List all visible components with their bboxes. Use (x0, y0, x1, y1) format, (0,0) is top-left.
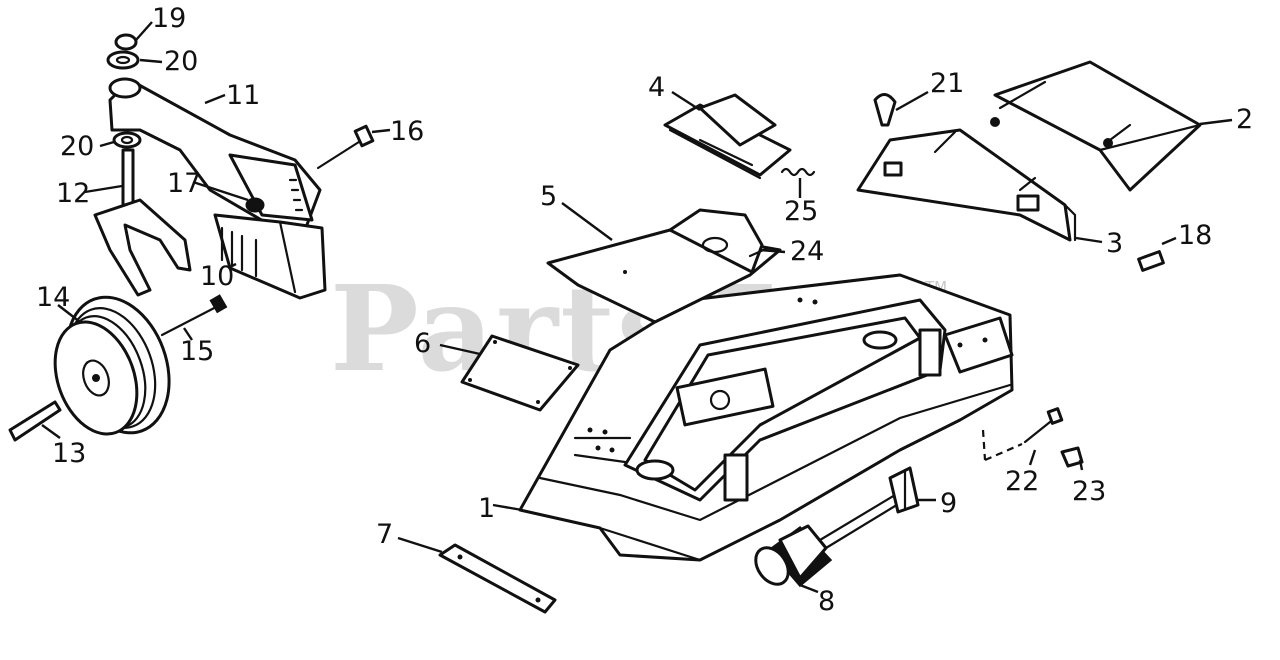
part-18-clip[interactable] (1137, 250, 1165, 272)
part-15-bolt[interactable] (160, 294, 228, 337)
callout-20-top: 20 (164, 46, 198, 77)
part-23-nut[interactable] (1060, 446, 1084, 468)
callout-9: 9 (940, 488, 957, 519)
callout-10: 10 (200, 261, 234, 292)
part-4-cover-plate[interactable] (663, 93, 792, 180)
callout-25: 25 (784, 196, 818, 227)
part-2-chute-cover[interactable] (990, 60, 1202, 192)
callout-24: 24 (790, 236, 824, 267)
part-16-bolt[interactable] (316, 124, 375, 170)
part-8-roller[interactable] (749, 493, 902, 590)
part-11-caster-arm[interactable] (108, 77, 322, 232)
callout-4: 4 (648, 72, 665, 103)
callout-18: 18 (1178, 220, 1212, 251)
part-17-grease-fitting[interactable] (245, 197, 265, 213)
part-3-deflector-bracket[interactable] (856, 128, 1077, 242)
part-21-wing-nut[interactable] (873, 93, 897, 127)
callouts: 1 2 3 4 5 6 7 8 9 10 11 12 13 14 15 16 1… (36, 3, 1253, 617)
part-19-nut[interactable] (114, 33, 138, 51)
part-5-belt-shield[interactable] (546, 208, 782, 324)
part-22-bolt[interactable] (981, 407, 1064, 462)
part-7-skid-strip[interactable] (438, 543, 557, 614)
part-14-wheel[interactable] (40, 283, 187, 447)
callout-12: 12 (56, 178, 90, 209)
part-12-caster-fork[interactable] (93, 148, 192, 297)
callout-23: 23 (1072, 476, 1106, 507)
callout-21: 21 (930, 68, 964, 99)
callout-20-bottom: 20 (60, 131, 94, 162)
callout-8: 8 (818, 586, 835, 617)
callout-22: 22 (1005, 466, 1039, 497)
leader-lines (41, 21, 1233, 594)
callout-19: 19 (152, 3, 186, 34)
callout-3: 3 (1106, 228, 1123, 259)
part-25-spring[interactable] (780, 167, 816, 177)
callout-14: 14 (36, 282, 70, 313)
callout-5: 5 (540, 181, 557, 212)
part-1-deck-housing[interactable] (518, 273, 1014, 562)
callout-1: 1 (478, 493, 495, 524)
part-9-bracket[interactable] (888, 466, 920, 514)
callout-17: 17 (167, 168, 201, 199)
part-20-bearing-bottom[interactable] (112, 131, 142, 149)
callout-6: 6 (414, 328, 431, 359)
part-6-plate[interactable] (460, 334, 580, 412)
callout-16: 16 (390, 116, 424, 147)
callout-7: 7 (376, 519, 393, 550)
part-13-axle[interactable] (8, 400, 62, 442)
callout-11: 11 (226, 80, 260, 111)
callout-2: 2 (1236, 104, 1253, 135)
callout-13: 13 (52, 438, 86, 469)
part-20-bearing-top[interactable] (106, 50, 140, 70)
callout-15: 15 (180, 336, 214, 367)
